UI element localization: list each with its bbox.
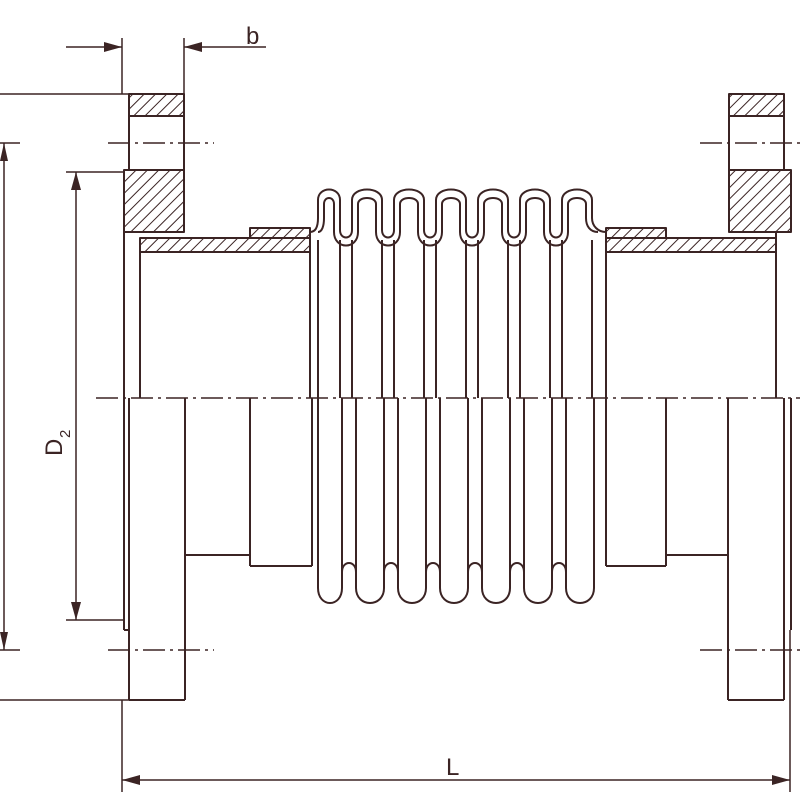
- left-sleeve: [249, 398, 313, 567]
- right-weld-collar: [605, 227, 667, 239]
- left-weld-collar: [249, 227, 311, 239]
- bellows-upper-section: [309, 188, 607, 398]
- label-d2-subscript: 2: [57, 430, 74, 438]
- right-flange: [666, 93, 792, 701]
- label-d2-main: D: [41, 439, 68, 456]
- dimension-outer-diameter: [0, 93, 129, 701]
- dimension-l: [121, 630, 791, 792]
- right-sleeve: [605, 398, 667, 567]
- left-flange: [123, 93, 250, 701]
- right-pipe-wall-section: [605, 237, 777, 253]
- left-flange-top-section: [128, 93, 185, 117]
- left-flange-hub-section: [123, 169, 185, 233]
- left-pipe-wall-section: [139, 237, 311, 253]
- bellows-lower-view: [317, 398, 595, 604]
- dimension-d2: [66, 171, 124, 621]
- label-b: b: [246, 23, 259, 50]
- label-l: L: [446, 754, 459, 781]
- center-lines: [96, 142, 800, 651]
- right-flange-hub-section: [728, 169, 792, 233]
- label-d2: D 2: [41, 430, 74, 456]
- right-flange-top-section: [728, 93, 785, 117]
- dimension-b: [66, 38, 266, 94]
